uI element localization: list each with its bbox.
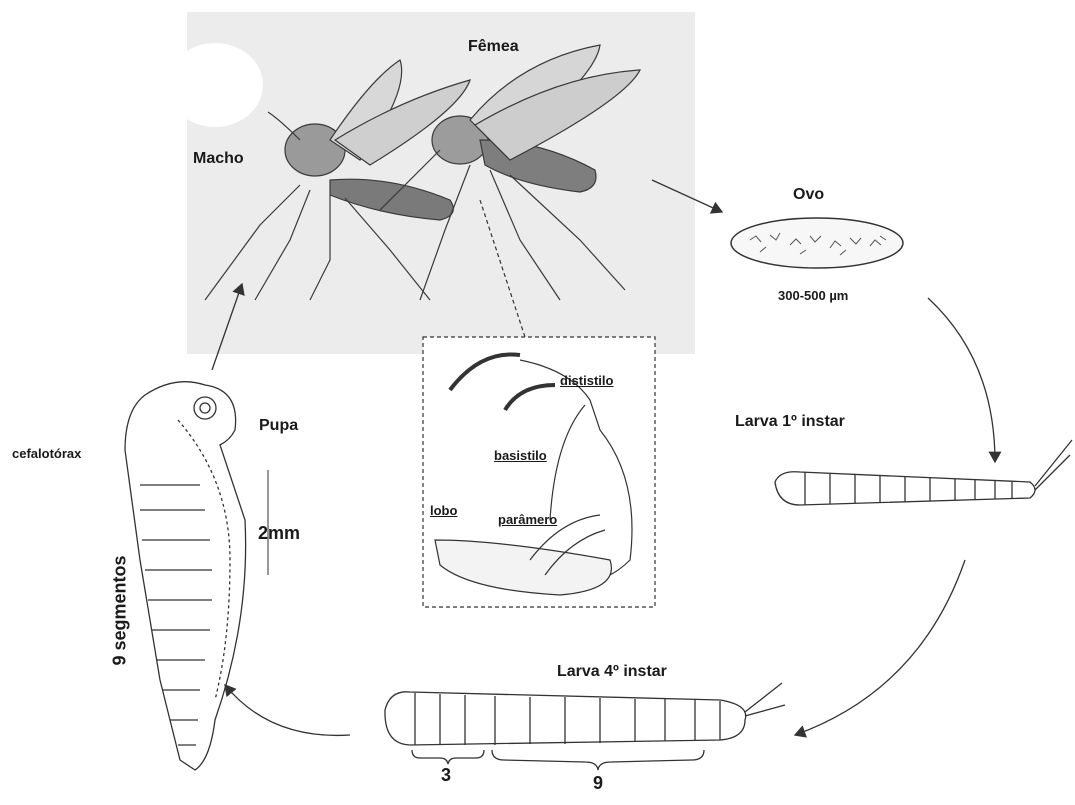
label-pupa: Pupa [259, 417, 298, 435]
genitalia-inset [423, 337, 655, 607]
larva-4-drawing [385, 683, 785, 745]
label-segmentos: 9 segmentos [110, 555, 131, 665]
label-macho: Macho [193, 150, 244, 168]
label-dististilo: dististilo [560, 373, 613, 388]
label-brace-9: 9 [593, 773, 603, 794]
adult-sandflies-photo [167, 12, 695, 354]
label-ovo: Ovo [793, 186, 824, 204]
label-paramero: parâmero [498, 512, 557, 527]
segment-braces [412, 750, 704, 770]
egg-drawing [731, 218, 903, 268]
pupa-drawing [125, 382, 246, 770]
label-ovo-size: 300-500 µm [778, 288, 848, 303]
label-larva-4: Larva 4º instar [557, 663, 667, 681]
label-basistilo: basistilo [494, 448, 547, 463]
label-cefalotorax: cefalotórax [12, 446, 81, 461]
label-larva-1: Larva 1º instar [735, 413, 845, 431]
label-lobo: lobo [430, 503, 457, 518]
larva-1-drawing [775, 440, 1072, 505]
label-brace-3: 3 [441, 765, 451, 786]
label-femea: Fêmea [468, 38, 519, 56]
label-pupa-size: 2mm [258, 523, 300, 544]
